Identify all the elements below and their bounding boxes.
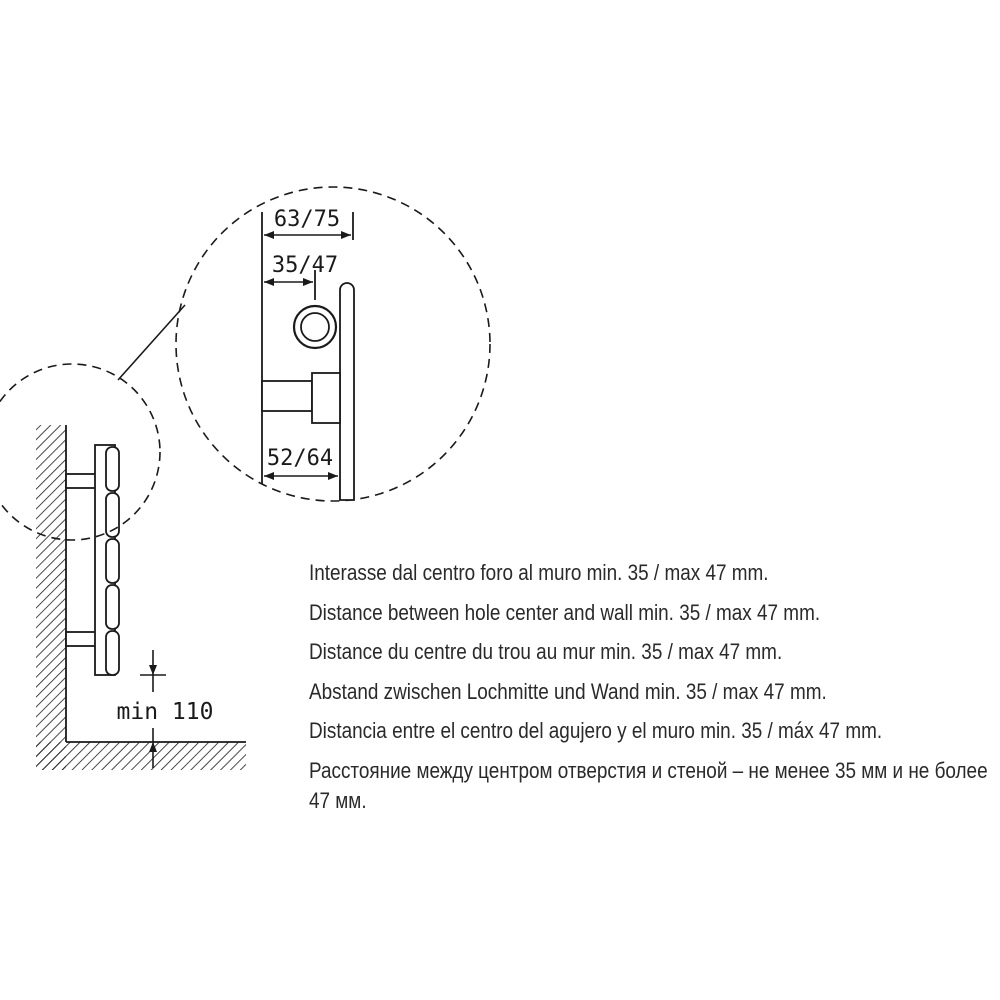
dimension-bracket-depth-label: 52/64 bbox=[267, 446, 333, 471]
description-english: Distance between hole center and wall mi… bbox=[309, 599, 821, 625]
description-russian: Расстояние между центром отверстия и сте… bbox=[309, 757, 988, 813]
dimension-outer-width: 63/75 bbox=[264, 207, 351, 239]
dimension-outer-width-label: 63/75 bbox=[274, 207, 340, 232]
wall bbox=[36, 425, 67, 770]
description-german: Abstand zwischen Lochmitte und Wand min.… bbox=[309, 678, 827, 704]
detail-marker-circle bbox=[0, 363, 161, 541]
dimension-hole-center-label: 35/47 bbox=[272, 253, 338, 278]
description-french: Distance du centre du trou au mur min. 3… bbox=[309, 639, 783, 664]
dimension-hole-center: 35/47 bbox=[264, 253, 338, 286]
dimension-floor-clearance: min 110 bbox=[117, 650, 214, 768]
floor bbox=[36, 741, 246, 770]
distance-description: Interasse dal centro foro al muro min. 3… bbox=[309, 558, 988, 816]
description-spanish: Distancia entre el centro del agujero y … bbox=[309, 718, 883, 743]
dimension-floor-clearance-label: min 110 bbox=[117, 699, 214, 725]
detail-leader-line bbox=[117, 304, 186, 381]
dimension-bracket-depth: 52/64 bbox=[264, 446, 338, 480]
radiator-side-view bbox=[65, 444, 120, 676]
zoom-detail-content bbox=[261, 212, 355, 501]
zoom-detail-circle bbox=[175, 186, 491, 502]
description-italian: Interasse dal centro foro al muro min. 3… bbox=[309, 560, 769, 585]
